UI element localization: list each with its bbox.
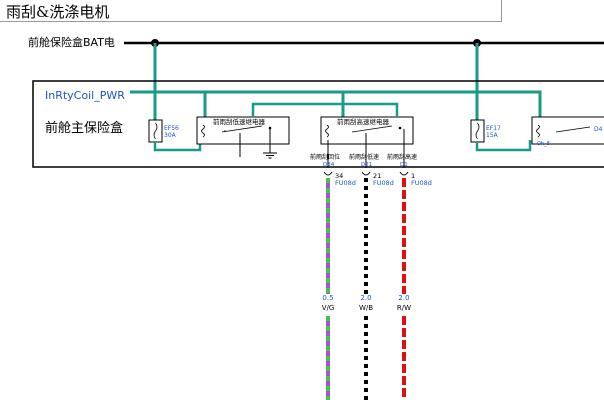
relay-1-body	[196, 116, 290, 145]
fuse-2-output-wire	[475, 140, 532, 152]
pin-1-connector: FU08d	[335, 179, 356, 187]
wire-1-color: V/G	[322, 304, 335, 312]
fusebox-frame	[32, 80, 604, 168]
wire-3-size: 2.0	[398, 294, 409, 302]
relay-2-coil-symbol	[325, 124, 329, 138]
relay-1-label: 前雨刮低速继电器	[213, 117, 266, 126]
pin-3-number: 1	[411, 172, 415, 180]
fuse-1-id: EF56	[164, 125, 179, 132]
bat-label: 前舱保险盒BAT电	[28, 35, 115, 49]
coil-power-label: InRtyCoil_PWR	[45, 89, 125, 102]
connector-pin-1	[323, 171, 333, 176]
high-speed-relay: 前雨刮高速继电器	[320, 116, 414, 145]
connector-pin-2	[361, 171, 371, 176]
title-box: 雨刮&洗涤电机	[0, 0, 502, 22]
relay-1-contact	[268, 126, 272, 130]
relay-3-label: D4	[594, 126, 603, 133]
relay-3-pin: Oh_8	[537, 141, 550, 147]
fuse-2-symbol	[475, 122, 480, 140]
pin-1-id: D34	[323, 162, 335, 168]
fusebox-label: 前舱主保险盒	[45, 120, 123, 136]
relay-2-body	[320, 116, 414, 145]
pin-3-id: D1	[400, 162, 408, 168]
relay-3-coil-symbol	[536, 124, 540, 138]
pin-3-label: 前雨刮高速	[387, 153, 417, 161]
wire-2-size: 2.0	[360, 294, 371, 302]
relay-1-switch-symbol	[221, 125, 263, 133]
wire-1-size: 0.5	[322, 294, 333, 302]
pin-1-number: 34	[335, 172, 343, 180]
relay-2-label: 前雨刮高速继电器	[337, 117, 390, 126]
fuse-1-rating: 30A	[164, 132, 177, 139]
low-speed-relay: 前雨刮低速继电器	[196, 116, 290, 159]
relay-3: D4 Oh_8	[531, 116, 604, 147]
fuse-2-rating: 15A	[486, 132, 499, 139]
diagram-title: 雨刮&洗涤电机	[6, 3, 110, 21]
pin-2-label: 前雨刮低速	[349, 153, 379, 161]
relay-2-switch-symbol	[351, 125, 393, 133]
wire-3-color: R/W	[397, 304, 411, 312]
coil-power-wire	[130, 90, 542, 120]
wire-2-color: W/B	[359, 304, 373, 312]
pin-2-connector: FU08d	[373, 179, 394, 187]
pin-3-connector: FU08d	[411, 179, 432, 187]
fuse-1-symbol	[153, 122, 158, 140]
relay-1-coil-symbol	[201, 124, 205, 138]
relay-link-wire	[251, 102, 399, 117]
connector-pin-3	[399, 171, 409, 176]
relay-2-contact	[398, 126, 402, 130]
pin-2-id: D21	[361, 162, 372, 168]
pin-1-label: 前雨刮回位	[310, 153, 340, 161]
fuse-2-id: EF17	[486, 125, 501, 132]
relay-3-switch-symbol	[555, 126, 591, 133]
pin-2-number: 21	[373, 172, 381, 180]
